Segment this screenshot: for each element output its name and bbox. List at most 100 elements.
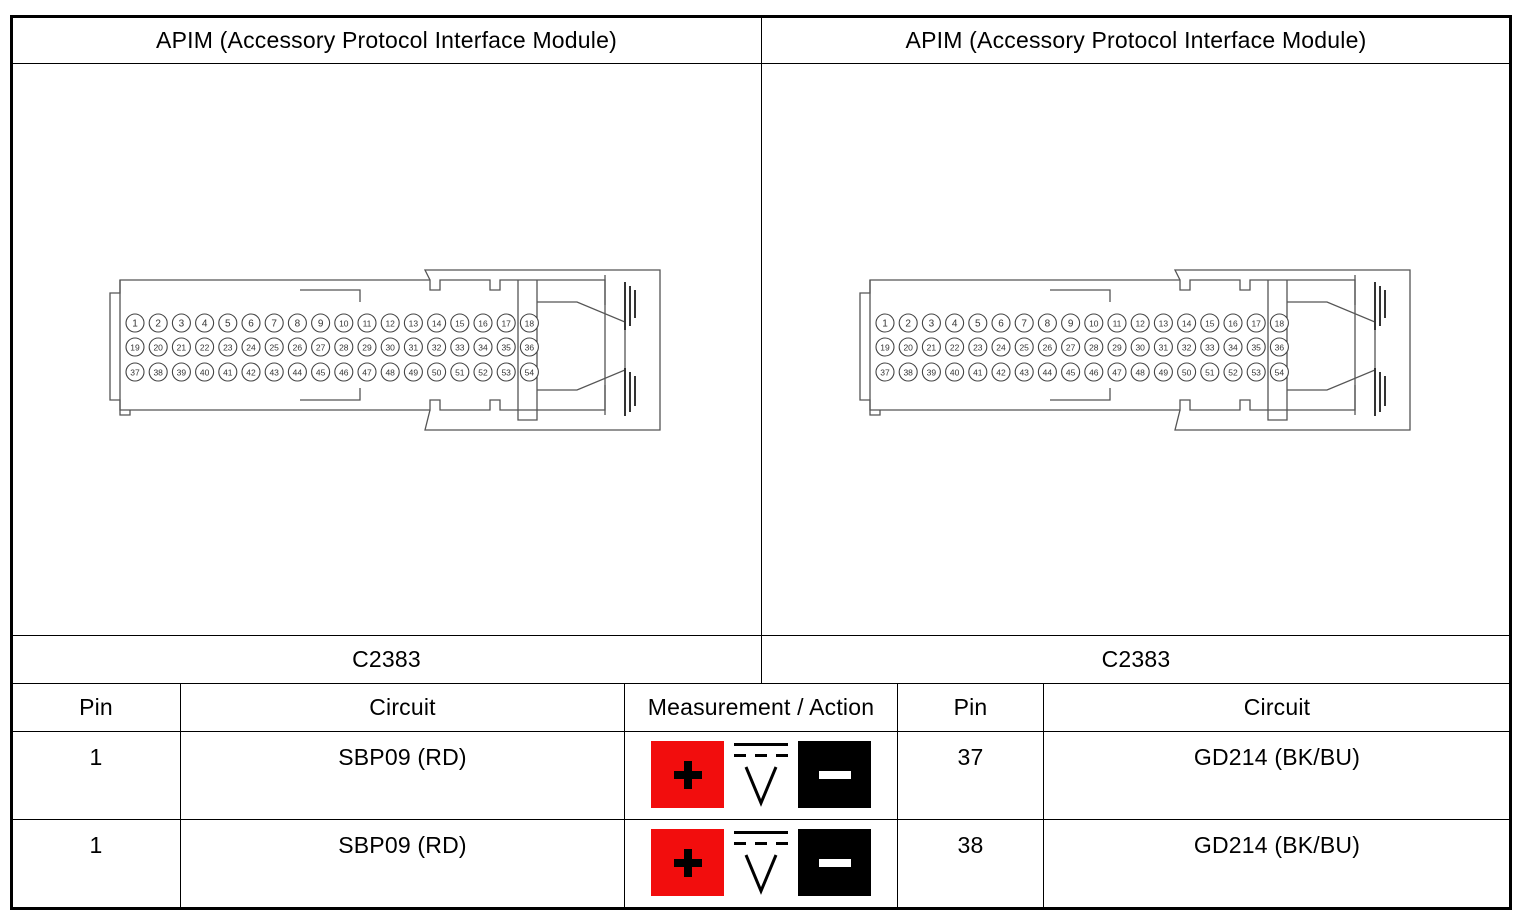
- svg-text:49: 49: [409, 368, 419, 378]
- svg-text:9: 9: [318, 319, 324, 330]
- header-circuit: Circuit: [1243, 694, 1311, 720]
- svg-text:3: 3: [929, 319, 935, 330]
- minus-icon: [798, 829, 871, 896]
- svg-text:30: 30: [385, 343, 395, 353]
- svg-text:12: 12: [385, 319, 395, 329]
- svg-text:37: 37: [880, 368, 890, 378]
- svg-text:34: 34: [1228, 343, 1238, 353]
- svg-text:54: 54: [525, 368, 535, 378]
- plus-icon: [651, 829, 724, 896]
- svg-text:39: 39: [177, 368, 187, 378]
- svg-text:29: 29: [1112, 343, 1122, 353]
- svg-text:23: 23: [973, 343, 983, 353]
- row-pin: 37: [957, 744, 984, 770]
- svg-text:32: 32: [1182, 343, 1192, 353]
- svg-text:26: 26: [293, 343, 303, 353]
- svg-text:39: 39: [927, 368, 937, 378]
- svg-text:32: 32: [432, 343, 442, 353]
- plus-icon: [651, 741, 724, 808]
- connector-id: C2383: [1101, 646, 1171, 672]
- svg-text:2: 2: [155, 319, 161, 330]
- svg-text:48: 48: [1135, 368, 1145, 378]
- svg-text:22: 22: [200, 343, 210, 353]
- svg-text:31: 31: [1159, 343, 1169, 353]
- svg-text:27: 27: [1066, 343, 1076, 353]
- svg-text:21: 21: [927, 343, 937, 353]
- svg-text:19: 19: [880, 343, 890, 353]
- svg-text:34: 34: [478, 343, 488, 353]
- divider: [1043, 683, 1044, 907]
- svg-text:28: 28: [1089, 343, 1099, 353]
- svg-text:35: 35: [1251, 343, 1261, 353]
- svg-text:47: 47: [1112, 368, 1122, 378]
- svg-text:14: 14: [432, 319, 442, 329]
- svg-text:38: 38: [153, 368, 163, 378]
- svg-text:29: 29: [362, 343, 372, 353]
- svg-text:35: 35: [501, 343, 511, 353]
- svg-text:46: 46: [1089, 368, 1099, 378]
- divider: [897, 683, 898, 907]
- svg-text:13: 13: [409, 319, 419, 329]
- header-circuit: Circuit: [369, 694, 436, 720]
- divider: [624, 683, 625, 907]
- row-circuit: SBP09 (RD): [338, 744, 467, 770]
- svg-text:44: 44: [1043, 368, 1053, 378]
- svg-text:4: 4: [952, 319, 958, 330]
- svg-text:27: 27: [316, 343, 326, 353]
- svg-text:26: 26: [1043, 343, 1053, 353]
- divider: [761, 18, 762, 684]
- svg-text:12: 12: [1135, 319, 1145, 329]
- svg-text:7: 7: [1021, 319, 1027, 330]
- svg-text:4: 4: [202, 319, 208, 330]
- svg-text:5: 5: [225, 319, 231, 330]
- svg-text:24: 24: [996, 343, 1006, 353]
- svg-text:42: 42: [246, 368, 256, 378]
- svg-text:41: 41: [973, 368, 983, 378]
- svg-text:36: 36: [525, 343, 535, 353]
- svg-text:41: 41: [223, 368, 233, 378]
- header-pin: Pin: [79, 694, 113, 720]
- svg-text:33: 33: [455, 343, 465, 353]
- header-measurement: Measurement / Action: [647, 694, 875, 720]
- svg-text:20: 20: [903, 343, 913, 353]
- svg-text:16: 16: [478, 319, 488, 329]
- svg-text:14: 14: [1182, 319, 1192, 329]
- svg-text:38: 38: [903, 368, 913, 378]
- svg-text:49: 49: [1159, 368, 1169, 378]
- svg-text:13: 13: [1159, 319, 1169, 329]
- svg-text:25: 25: [269, 343, 279, 353]
- svg-text:25: 25: [1019, 343, 1029, 353]
- svg-text:24: 24: [246, 343, 256, 353]
- svg-text:20: 20: [153, 343, 163, 353]
- svg-text:3: 3: [179, 319, 185, 330]
- svg-text:11: 11: [1113, 319, 1122, 329]
- svg-text:21: 21: [177, 343, 187, 353]
- svg-text:50: 50: [432, 368, 442, 378]
- svg-text:7: 7: [271, 319, 277, 330]
- svg-text:23: 23: [223, 343, 233, 353]
- svg-text:19: 19: [130, 343, 140, 353]
- connector-title: APIM (Accessory Protocol Interface Modul…: [905, 27, 1367, 53]
- svg-text:54: 54: [1275, 368, 1285, 378]
- svg-text:51: 51: [1205, 368, 1215, 378]
- svg-text:36: 36: [1275, 343, 1285, 353]
- svg-text:37: 37: [130, 368, 140, 378]
- svg-text:16: 16: [1228, 319, 1238, 329]
- svg-text:30: 30: [1135, 343, 1145, 353]
- row-pin: 38: [957, 832, 984, 858]
- svg-text:53: 53: [1251, 368, 1261, 378]
- svg-text:52: 52: [1228, 368, 1238, 378]
- svg-text:44: 44: [293, 368, 303, 378]
- svg-text:11: 11: [363, 319, 372, 329]
- svg-text:17: 17: [1251, 319, 1261, 329]
- divider: [12, 731, 1510, 732]
- svg-text:1: 1: [132, 319, 138, 330]
- svg-text:45: 45: [1066, 368, 1076, 378]
- row-circuit: GD214 (BK/BU): [1193, 744, 1361, 770]
- svg-text:33: 33: [1205, 343, 1215, 353]
- connector-title: APIM (Accessory Protocol Interface Modul…: [156, 27, 617, 53]
- svg-text:48: 48: [385, 368, 395, 378]
- svg-text:22: 22: [950, 343, 960, 353]
